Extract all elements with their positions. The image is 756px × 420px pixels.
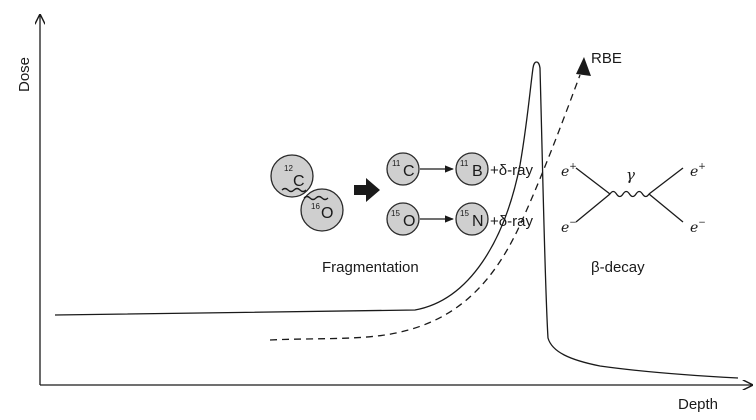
- delta-ray-label-1: +δ-ray: [490, 162, 533, 179]
- svg-text:B: B: [472, 163, 483, 180]
- rbe-arrowhead: [576, 57, 591, 76]
- svg-text:11: 11: [392, 159, 401, 168]
- product-nucleus-2: 15 N: [455, 202, 489, 236]
- y-axis-label: Dose: [16, 57, 33, 92]
- fragment-nucleus-1: 11 C: [386, 152, 420, 186]
- fragment-nucleus-2: 15 O: [386, 202, 420, 236]
- positron-left-label: e+: [561, 162, 577, 180]
- svg-text:15: 15: [460, 209, 469, 218]
- product-nucleus-1: 11 B: [455, 152, 489, 186]
- svg-text:C: C: [293, 173, 305, 190]
- electron-right-label: e−: [690, 218, 706, 236]
- fragmentation-label: Fragmentation: [322, 259, 419, 276]
- bragg-dose-curve: [54, 61, 739, 379]
- photon-wavy-line: [609, 190, 650, 198]
- svg-text:11: 11: [460, 159, 469, 168]
- beta-decay-label: β-decay: [591, 259, 645, 276]
- fragmentation-arrow: [354, 178, 380, 202]
- positron-right-label: e+: [690, 162, 706, 180]
- gamma-label: γ: [626, 166, 635, 184]
- svg-text:C: C: [403, 163, 415, 180]
- projectile-nucleus: 12 C: [270, 154, 314, 198]
- svg-text:16: 16: [311, 202, 320, 211]
- svg-text:15: 15: [391, 209, 400, 218]
- svg-text:12: 12: [284, 164, 293, 173]
- rbe-dashed-curve: [269, 74, 581, 341]
- interaction-wavy-line-1: [281, 187, 307, 193]
- delta-ray-label-2: +δ-ray: [490, 213, 533, 230]
- electron-left-label: e−: [561, 218, 577, 236]
- svg-text:O: O: [403, 213, 415, 230]
- rbe-label: RBE: [591, 50, 622, 67]
- svg-text:N: N: [472, 213, 484, 230]
- x-axis-label: Depth: [678, 396, 718, 413]
- svg-text:O: O: [321, 205, 333, 222]
- interaction-wavy-line-2: [303, 195, 329, 201]
- feynman-diagram: [575, 167, 684, 223]
- target-nucleus: 16 O: [300, 188, 344, 232]
